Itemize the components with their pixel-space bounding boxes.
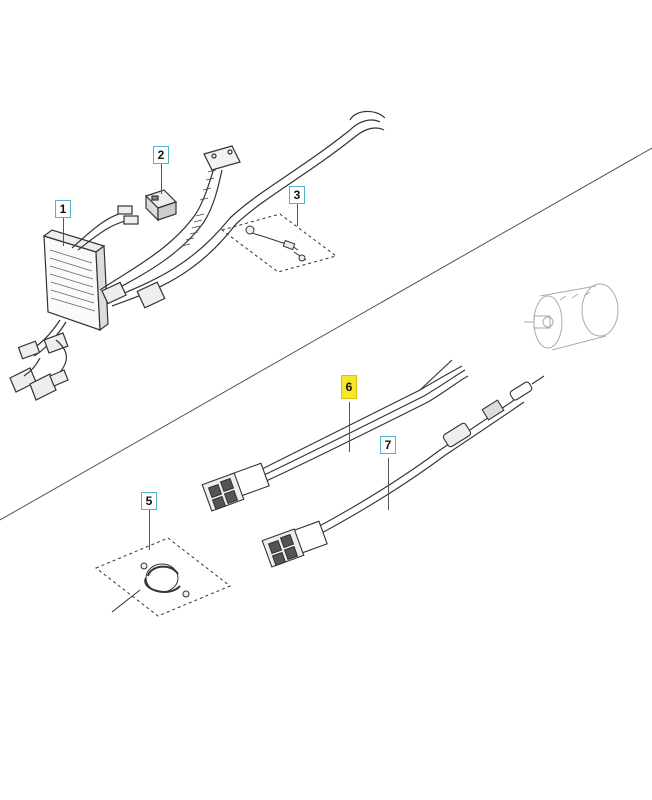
leader-line-7 [388, 458, 389, 510]
part-2-relay[interactable] [144, 189, 178, 222]
leader-line-6 [349, 402, 350, 452]
callout-7[interactable]: 7 [380, 436, 396, 454]
callout-2[interactable]: 2 [153, 146, 169, 164]
part-5-clamp[interactable] [95, 537, 231, 617]
leader-line-2 [161, 164, 162, 194]
callout-5[interactable]: 5 [141, 492, 157, 510]
motor-reference [524, 283, 619, 351]
leader-line-5 [149, 510, 150, 550]
leader-line-1 [63, 218, 64, 246]
part-3-fuse-holder[interactable] [220, 213, 338, 273]
callout-3[interactable]: 3 [289, 186, 305, 204]
part-7-fused-cable[interactable] [261, 375, 545, 568]
leader-line-3 [297, 204, 298, 226]
callout-1[interactable]: 1 [55, 200, 71, 218]
part-1-control-module[interactable] [9, 110, 386, 401]
section-divider-line [0, 147, 652, 521]
part-6-wire-harness[interactable] [201, 359, 469, 512]
callout-6[interactable]: 6 [341, 375, 357, 399]
